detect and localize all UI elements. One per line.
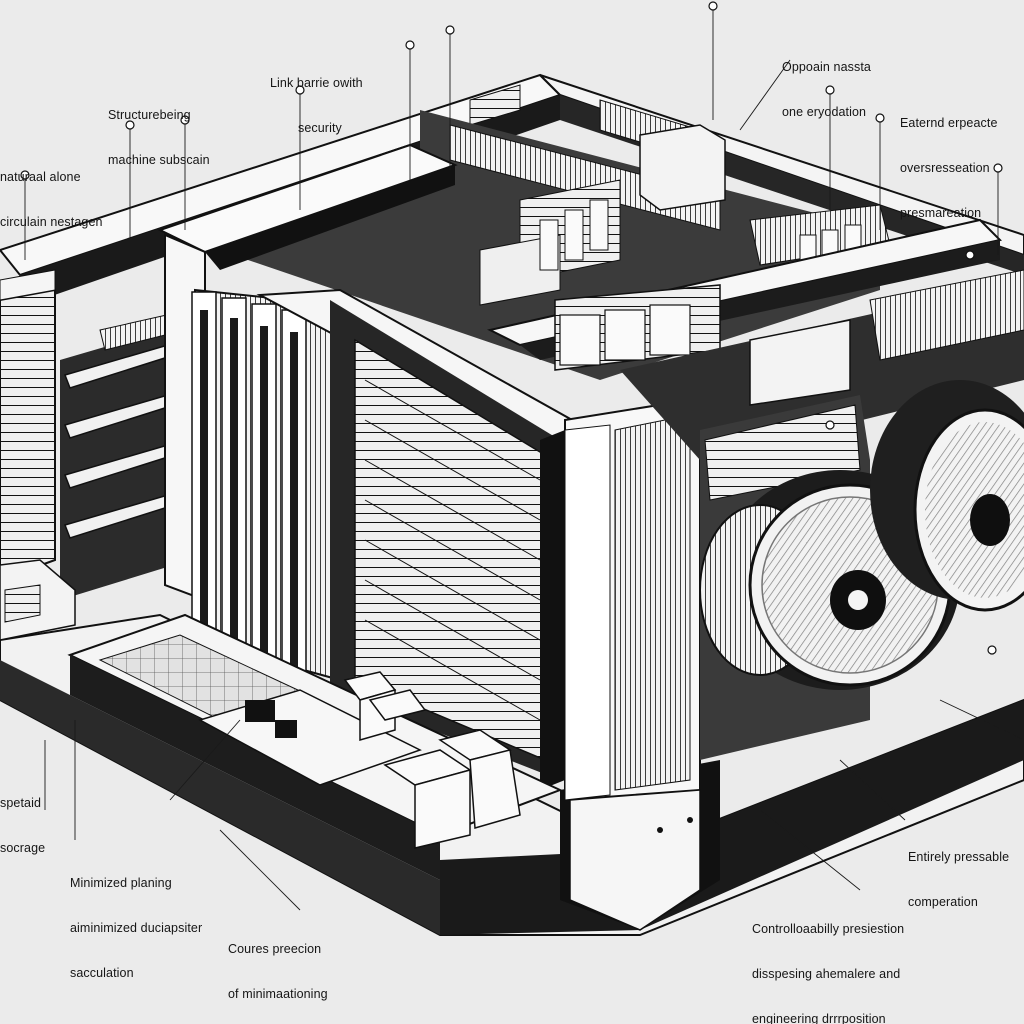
annotation-line: naturaal alone [0,170,81,184]
annotation-line: circulain nestagen [0,215,103,229]
leader-lines [24,10,1024,911]
cooling-turbines [699,380,1024,690]
annotation-line: comperation [908,895,978,909]
annotation-line: security [298,121,342,135]
annotation-opposite: Oppoain nassta one eryodation [782,30,871,135]
annotation-structure: Structurebeing machine subscain [108,78,210,183]
annotation-line: of minimaationing [228,987,328,1001]
main-enclosure [157,143,701,931]
annotation-line: Entirely pressable [908,850,1010,864]
annotation-line: Coures preecion [228,942,322,956]
annotation-line: engineering drrrposition [752,1012,886,1024]
annotation-natural: naturaal alone circulain nestagen [0,140,103,245]
annotation-line: one eryodation [782,105,867,119]
annotation-line: machine subscain [108,153,210,167]
annotation-external: Eaternd erpeacte oversresseation presmar… [900,86,998,236]
annotation-line: Eaternd erpeacte [900,116,998,130]
annotation-line: socrage [0,841,46,855]
annotation-line: aiminimized duciapsiter [70,921,203,935]
annotation-line: disspesing ahemalere and [752,967,901,981]
annotation-controllability: Controlloaabilly presiestion disspesing … [752,892,904,1024]
annotation-link-security: Link barrie owith security [270,46,363,151]
callout-pins [20,1,1003,833]
annotation-line: spetaid [0,796,42,810]
annotation-line: Controlloaabilly presiestion [752,922,905,936]
annotation-correct: Coures preecion of minimaationing saseas… [228,912,328,1024]
front-plinth [67,613,563,880]
annotation-minimized: Minimized planing aiminimized duciapsite… [70,846,202,996]
annotation-line: Link barrie owith [270,76,363,90]
annotation-spatial: spetaid socrage [0,766,45,871]
annotation-line: sacculation [70,966,134,980]
annotation-line: Minimized planing [70,876,172,890]
annotation-line: oversresseation [900,161,990,175]
annotation-line: Oppoain nassta [782,60,871,74]
left-rack-rows [0,269,192,641]
annotation-line: presmareation [900,206,982,220]
annotation-entirely: Entirely pressable comperation [908,820,1009,925]
annotation-line: Structurebeing [108,108,191,122]
